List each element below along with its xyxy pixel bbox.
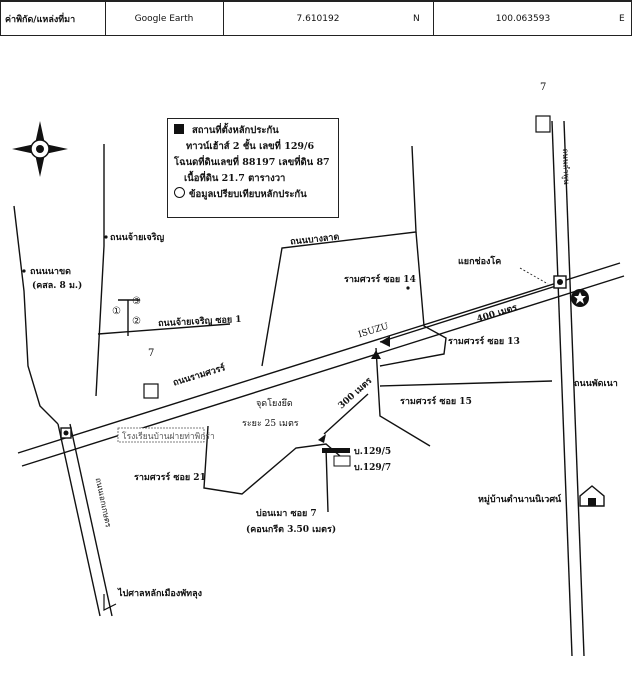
legend-line: เนื้อที่ดิน 21.7 ตารางวา — [184, 173, 286, 184]
map-drawing — [12, 115, 625, 657]
police-station-icon — [571, 289, 589, 307]
main-road-edge — [17, 262, 621, 454]
label-chaicharoen-road: ถนนจ้ายเจริญ — [110, 233, 165, 243]
header-divider — [433, 2, 434, 36]
subject-square-icon — [174, 124, 184, 134]
label-seven-top: 7 — [540, 82, 547, 93]
header-divider — [105, 2, 106, 36]
chaicharoen-road — [95, 144, 105, 397]
ramsawan-15-link — [375, 347, 431, 447]
distance-300-line — [323, 393, 369, 435]
label-house-129-7: บ.129/7 — [354, 463, 392, 473]
header-label: ค่าพิกัด/แหล่งที่มา — [5, 15, 76, 25]
legend-subject: สถานที่ตั้งหลักประกัน — [174, 123, 338, 139]
label-comp-2: ② — [132, 316, 141, 327]
ramsawan-15 — [379, 380, 553, 387]
to-city-arrow — [103, 594, 117, 611]
label-seven-left: 7 — [148, 348, 155, 359]
ramsawan-21-loop — [203, 425, 341, 495]
property-plot — [333, 455, 351, 467]
header-divider — [223, 2, 224, 36]
label-nakhot-sub: (คสล. 8 ม.) — [32, 281, 83, 291]
location-map: สถานที่ตั้งหลักประกัน ทาวน์เฮ้าส์ 2 ชั้น… — [0, 36, 632, 682]
comp-lane — [118, 299, 140, 336]
label-house-129-5: บ.129/5 — [354, 447, 392, 457]
soi7-road — [325, 447, 329, 513]
seven-eleven-icon — [535, 115, 551, 133]
label-soi7-sub: (คอนกรีต 3.50 เมตร) — [246, 525, 337, 535]
traffic-light-icon — [553, 275, 567, 289]
label-ramsawan-21: รามศวรร์ ซอย 21 — [134, 473, 206, 483]
school-box — [117, 427, 205, 443]
compare-circle-icon — [174, 187, 185, 198]
left-road-edge — [69, 423, 113, 617]
distance-400-line — [379, 285, 557, 343]
junction-pointer — [519, 267, 549, 285]
coordinate-header: ค่าพิกัด/แหล่งที่มา Google Earth 7.61019… — [0, 0, 632, 36]
label-pointer-top: จุดโยงยึด — [256, 399, 293, 409]
right-road-edge — [563, 120, 585, 657]
marker-dot — [104, 235, 108, 239]
legend-line: ทาวน์เฮ้าส์ 2 ชั้น เลขที่ 129/6 — [186, 141, 315, 152]
chaicharoen-soi1 — [97, 323, 231, 335]
arrowhead — [371, 350, 381, 359]
marker-dot — [406, 286, 410, 290]
label-right-vertical-road: ถนนลำพูน — [560, 148, 572, 185]
bangsaad-road — [261, 145, 417, 367]
map-legend: สถานที่ตั้งหลักประกัน ทาวน์เฮ้าส์ 2 ชั้น… — [167, 118, 339, 218]
header-latitude: 7.610192 — [296, 14, 340, 24]
right-road-edge — [551, 120, 573, 657]
seven-eleven-icon — [143, 383, 159, 399]
label-pointer-bottom: ระยะ 25 เมตร — [242, 419, 299, 429]
header-longitude: 100.063593 — [495, 14, 551, 24]
legend-line: โฉนดที่ดินเลขที่ 88197 เลขที่ดิน 87 — [174, 157, 330, 168]
header-lon-dir: E — [619, 14, 625, 24]
label-ramsawan-13: รามศวรร์ ซอย 13 — [448, 337, 520, 347]
label-comp-1: ① — [112, 306, 121, 317]
label-comp-3: ③ — [132, 296, 141, 307]
label-school: โรงเรียนบ้านฝายท่าพิกร่า — [122, 432, 215, 442]
label-village: หมู่บ้านตำนานนิเวศน์ — [478, 495, 562, 505]
arrowhead — [318, 434, 326, 443]
left-road-edge — [57, 423, 101, 617]
house-icon — [579, 485, 605, 507]
label-to-city: ไปศาลหลักเมืองพัทลุง — [118, 589, 203, 599]
compass-icon — [12, 121, 68, 177]
marker-dot — [22, 269, 26, 273]
label-junction: แยกช่องโค — [458, 257, 502, 267]
arrowhead — [380, 336, 390, 347]
label-nakhot-road: ถนนนาขด — [30, 267, 71, 277]
legend-compare: ข้อมูลเปรียบเทียบหลักประกัน — [174, 187, 338, 203]
label-ramsawan-14: รามศวรร์ ซอย 14 — [344, 275, 416, 285]
ramsawan-14 — [379, 231, 447, 367]
header-source: Google Earth — [134, 14, 194, 24]
header-lat-dir: N — [413, 14, 420, 24]
nakhot-road — [13, 205, 59, 425]
label-soi7: บ่อนเมา ซอย 7 — [256, 509, 317, 519]
traffic-light-icon — [60, 427, 72, 439]
subject-property-marker — [322, 448, 350, 453]
label-ramsawan-15: รามศวรร์ ซอย 15 — [400, 397, 472, 407]
label-right-road: ถนนพัดเนา — [574, 379, 618, 389]
